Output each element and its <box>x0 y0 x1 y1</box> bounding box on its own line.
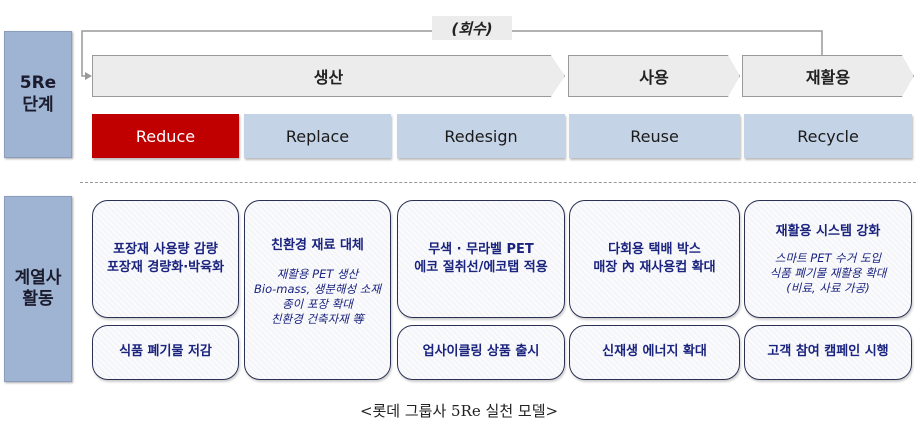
activity-title: 친환경 재료 대체 <box>271 238 364 253</box>
activity-reuse-bottom: 신재생 에너지 확대 <box>569 325 740 380</box>
stage-reduce: Reduce <box>92 114 239 158</box>
activity-line: 무색 · 무라벨 PET <box>428 241 534 257</box>
side-label-activities: 계열사 활동 <box>4 196 72 382</box>
activity-line: 매장 內 재사용컵 확대 <box>593 260 716 275</box>
detail-line: (비료, 사료 가공) <box>786 280 870 295</box>
activity-line: 에코 절취선/에코탭 적용 <box>414 260 548 275</box>
caption: <롯데 그룹사 5Re 실천 모델> <box>359 402 559 420</box>
activity-recycle-main: 재활용 시스템 강화 스마트 PET 수거 도입 식품 폐기물 재활용 확대 (… <box>744 200 912 318</box>
detail-line: Bio-mass, 생분해성 소재 <box>254 282 381 297</box>
activity-reduce-bottom: 식품 폐기물 저감 <box>92 325 239 380</box>
activity-title: 재활용 시스템 강화 <box>775 223 881 239</box>
detail-line: 식품 폐기물 재활용 확대 <box>769 265 887 280</box>
activity-recycle-bottom: 고객 참여 캠페인 시행 <box>744 325 912 380</box>
activity-redesign-main: 무색 · 무라벨 PET 에코 절취선/에코탭 적용 <box>397 200 565 318</box>
activity-details: 재활용 PET 생산 Bio-mass, 생분해성 소재 종이 포장 확대 친환… <box>254 267 381 327</box>
stage-reuse: Reuse <box>569 114 740 158</box>
detail-line: 스마트 PET 수거 도입 <box>774 250 882 265</box>
activity-redesign-bottom: 업사이클링 상품 출시 <box>397 325 565 380</box>
stage-redesign: Redesign <box>397 114 565 158</box>
activity-line: 포장재 사용량 감량 <box>113 241 218 257</box>
phase-production: 생산 <box>92 55 565 97</box>
stage-recycle: Recycle <box>744 114 912 158</box>
detail-line: 종이 포장 확대 <box>282 297 353 312</box>
loop-label: (회수) <box>432 16 512 40</box>
activity-details: 스마트 PET 수거 도입 식품 폐기물 재활용 확대 (비료, 사료 가공) <box>770 251 887 296</box>
detail-line: 친환경 건축자재 等 <box>271 312 364 326</box>
activity-replace: 친환경 재료 대체 재활용 PET 생산 Bio-mass, 생분해성 소재 종… <box>244 200 391 380</box>
activity-reduce-main: 포장재 사용량 감량 포장재 경량화·박육화 <box>92 200 239 318</box>
stage-replace: Replace <box>244 114 391 158</box>
detail-line: 재활용 PET 생산 <box>276 267 359 282</box>
activity-reuse-main: 다회용 택배 박스 매장 內 재사용컵 확대 <box>569 200 740 318</box>
recovery-loop-arrow <box>81 30 823 80</box>
activity-line: 포장재 경량화·박육화 <box>106 260 225 275</box>
phase-recycle: 재활용 <box>742 55 914 97</box>
activity-line: 다회용 택배 박스 <box>608 241 701 257</box>
side-label-stages: 5Re 단계 <box>4 31 72 158</box>
phase-use: 사용 <box>568 55 740 97</box>
divider <box>80 182 916 183</box>
